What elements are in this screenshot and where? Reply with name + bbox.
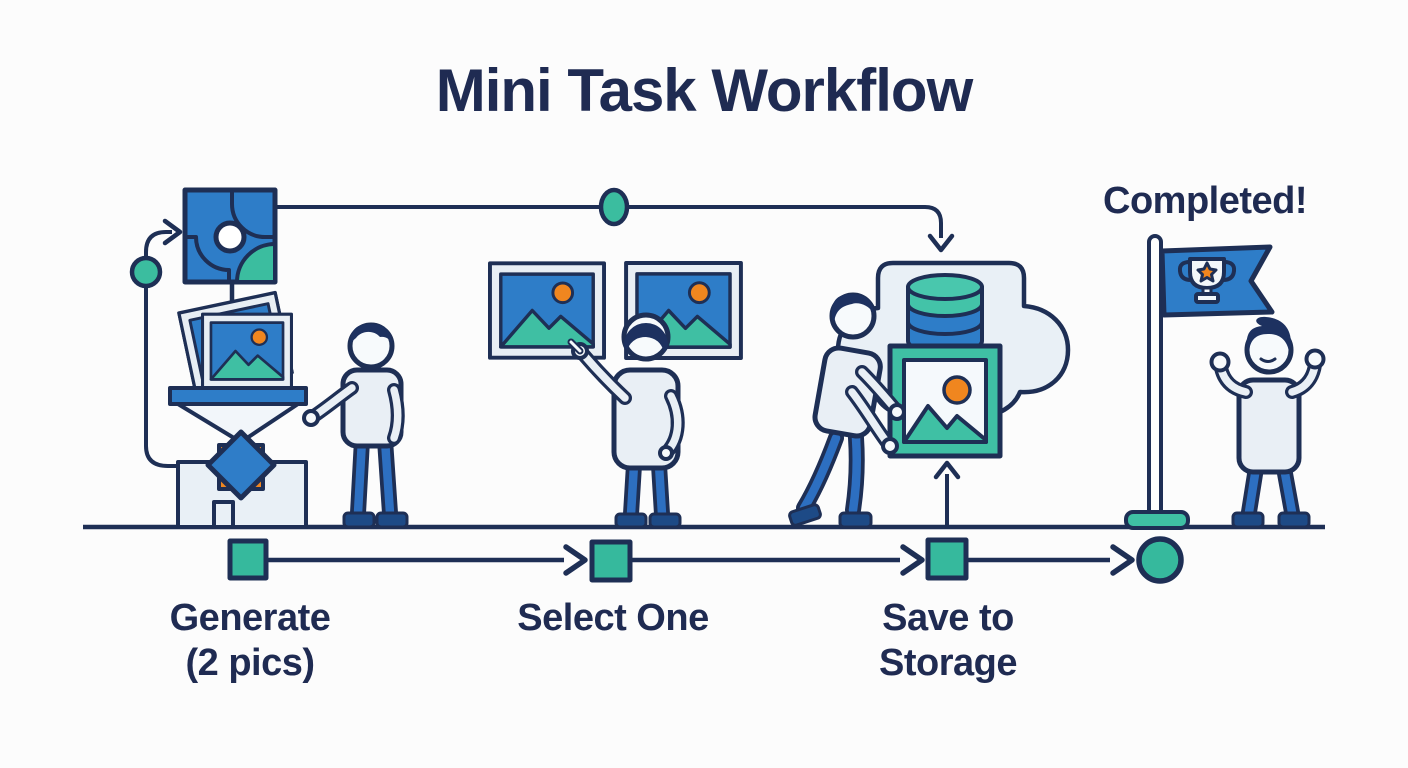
step-label-save: Save to Storage (879, 596, 1017, 686)
connector-node (598, 187, 630, 227)
photo-stack (177, 290, 294, 395)
arrow-head-3 (1110, 544, 1135, 576)
end-marker (1136, 536, 1184, 584)
database-icon (906, 273, 984, 355)
generated-image-1 (488, 261, 606, 360)
step-label-select: Select One (517, 596, 709, 641)
diamond-icon (205, 429, 277, 501)
step-label-generate: Generate (2 pics) (170, 596, 331, 686)
saved-image (887, 343, 1003, 459)
finish-flag-with-trophy (1124, 234, 1275, 530)
trophy-icon (1177, 257, 1237, 304)
person-celebrating (1209, 316, 1326, 529)
cloud-database-storage (835, 260, 1071, 527)
flag-pole (1147, 234, 1163, 520)
top-connector-arrow (275, 187, 955, 253)
step-label-line: Generate (169, 597, 331, 639)
step-label-line: Storage (879, 642, 1017, 684)
step-label-line: Select One (517, 597, 709, 639)
front-photo (201, 312, 293, 390)
arrow-head-2 (900, 544, 925, 576)
image-generator-machine (168, 187, 308, 529)
timeline (227, 536, 1184, 584)
step-label-line: (2 pics) (185, 642, 315, 684)
upload-arrow (933, 460, 961, 527)
page-title: Mini Task Workflow (435, 57, 974, 124)
step-marker-select (589, 539, 633, 583)
funnel (168, 386, 308, 440)
person-selecting-picture (567, 312, 685, 529)
person-carrying-picture (788, 292, 906, 529)
processor-icon (182, 187, 278, 312)
completed-label: Completed! (1103, 180, 1308, 222)
loop-arrow (129, 218, 183, 468)
step-label-line: Save to (882, 597, 1014, 639)
step-marker-save (925, 537, 969, 581)
person-observing-generator (302, 322, 409, 529)
arrow-head-1 (563, 544, 588, 576)
loop-node (129, 255, 163, 289)
flag-base (1124, 510, 1190, 530)
step-marker-generate (227, 538, 269, 581)
